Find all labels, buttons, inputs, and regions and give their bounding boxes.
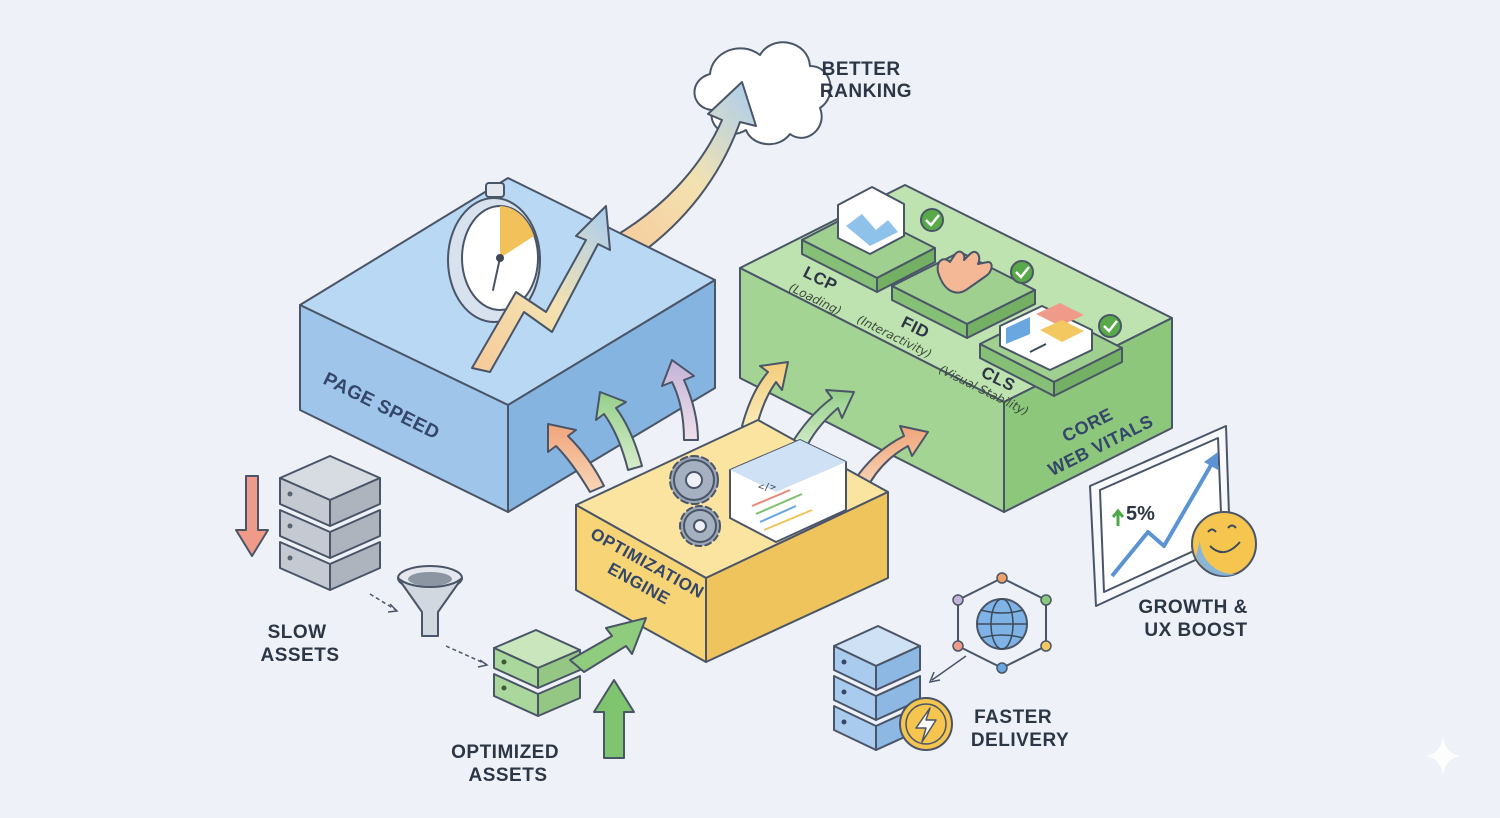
smiley-face-icon xyxy=(1191,511,1257,577)
engine-output-arrows xyxy=(547,359,929,493)
svg-text:BETTER RANKING: BETTER RANKING xyxy=(820,59,912,102)
optimized-assets-line-1: OPTIMIZED xyxy=(451,742,559,763)
fid-check-icon xyxy=(1010,260,1034,284)
green-server-icon xyxy=(493,629,581,717)
lcp-check-icon xyxy=(920,208,944,232)
growth-line-1: GROWTH & xyxy=(1138,597,1248,618)
code-tag-text: </> xyxy=(758,482,776,493)
growth-line-2: UX BOOST xyxy=(1144,620,1247,641)
gear-icon xyxy=(669,455,719,505)
faster-delivery-group: FASTER DELIVERY xyxy=(833,572,1069,751)
optimization-engine-block: OPTIMIZATION ENGINE </> xyxy=(575,419,889,663)
svg-text:SLOW ASSETS: SLOW ASSETS xyxy=(260,622,339,666)
stopwatch-icon xyxy=(447,182,541,323)
better-ranking-line-1: BETTER xyxy=(822,59,901,80)
hand-icon xyxy=(936,250,993,294)
diagonal-up-arrow-icon xyxy=(569,617,647,673)
slow-assets-group: SLOW ASSETS xyxy=(235,455,463,666)
better-ranking-line-2: RANKING xyxy=(820,81,912,102)
optimized-assets-group: OPTIMIZED ASSETS xyxy=(445,617,647,786)
slow-assets-line-2: ASSETS xyxy=(260,645,339,666)
growth-ux-group: 5% GROWTH & UX BOOST xyxy=(1089,425,1257,641)
sparkle-icon xyxy=(1425,736,1461,776)
layout-icon xyxy=(999,303,1093,371)
svg-text:OPTIMIZED ASSETS: OPTIMIZED ASSETS xyxy=(451,742,565,786)
lightning-bolt-icon xyxy=(899,697,953,751)
ranking-arrow-icon xyxy=(611,81,757,255)
faster-delivery-line-1: FASTER xyxy=(974,707,1052,728)
growth-percent: 5% xyxy=(1126,503,1155,525)
lcp-tile: LCP (Loading) xyxy=(787,186,944,318)
svg-text:GROWTH & UX BOOST: GROWTH & UX BOOST xyxy=(1138,597,1253,641)
network-globe-icon xyxy=(952,572,1052,674)
core-web-vitals-block: CORE WEB VITALS LCP (Loading) FID (Inter… xyxy=(739,184,1173,513)
optimized-assets-line-2: ASSETS xyxy=(468,765,547,786)
funnel-icon xyxy=(397,565,463,637)
up-arrow-icon xyxy=(593,679,635,759)
gear-small-icon xyxy=(679,505,721,547)
speed-trend-arrow-icon xyxy=(471,205,611,373)
server-stack-icon xyxy=(279,455,381,591)
page-speed-block: PAGE SPEED xyxy=(299,177,716,513)
better-ranking-group: BETTER RANKING xyxy=(611,41,912,255)
code-window-icon: </> xyxy=(729,439,847,543)
cloud-icon xyxy=(693,41,832,145)
svg-text:FASTER DELIVERY: FASTER DELIVERY xyxy=(971,707,1069,751)
cls-check-icon xyxy=(1098,314,1122,338)
faster-delivery-line-2: DELIVERY xyxy=(971,730,1069,751)
down-arrow-icon xyxy=(235,475,269,557)
slow-assets-line-1: SLOW xyxy=(268,622,327,643)
